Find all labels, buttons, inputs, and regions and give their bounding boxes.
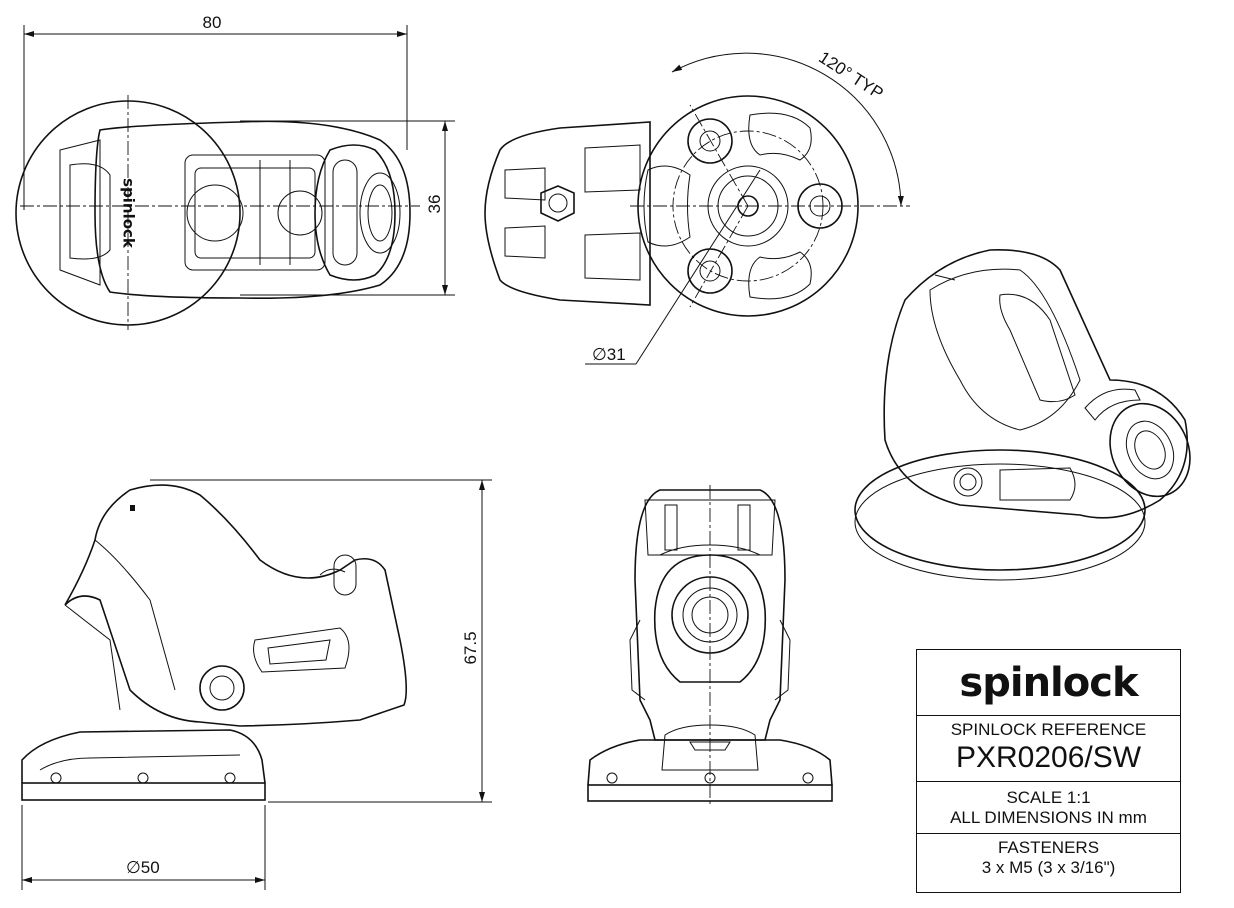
- units-text: ALL DIMENSIONS IN mm: [950, 808, 1147, 827]
- front-view: [587, 485, 833, 805]
- dim-bolt-circle: ∅31: [592, 345, 626, 364]
- top-view: spinlock 80 36: [15, 13, 455, 330]
- title-block-scale: SCALE 1:1 ALL DIMENSIONS IN mm: [917, 782, 1180, 834]
- part-mark-top: spinlock: [120, 178, 138, 249]
- title-block-logo: spinlock: [917, 650, 1180, 716]
- side-view: 67.5 ∅50: [21, 479, 492, 890]
- scale-text: SCALE 1:1: [1006, 788, 1091, 807]
- dim-width: 36: [425, 195, 444, 214]
- fasteners-label: FASTENERS: [997, 838, 1100, 857]
- reference-code: PXR0206/SW: [955, 741, 1142, 774]
- isometric-view: [854, 249, 1191, 581]
- fasteners-spec: 3 x M5 (3 x 3/16"): [981, 858, 1116, 877]
- bottom-view: 120° TYP ∅31: [484, 48, 910, 365]
- title-block: spinlock SPINLOCK REFERENCE PXR0206/SW S…: [916, 649, 1181, 893]
- title-block-fasteners: FASTENERS 3 x M5 (3 x 3/16"): [917, 834, 1180, 892]
- title-block-reference: SPINLOCK REFERENCE PXR0206/SW: [917, 716, 1180, 782]
- reference-label: SPINLOCK REFERENCE: [950, 720, 1147, 739]
- dim-height: 67.5: [461, 631, 480, 664]
- dim-base-diameter: ∅50: [126, 858, 160, 877]
- dim-overall-length: 80: [203, 13, 222, 32]
